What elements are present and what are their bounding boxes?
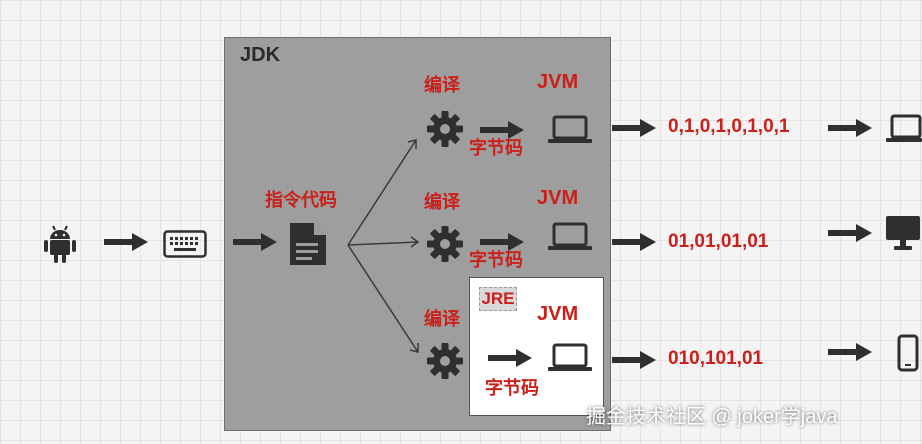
jre-label: JRE xyxy=(479,287,517,311)
gear-icon xyxy=(426,110,464,148)
jvm-label: JVM xyxy=(537,303,579,325)
arrow-icon xyxy=(233,233,277,251)
phone-icon xyxy=(897,334,919,372)
jvm-label: JVM xyxy=(537,71,579,93)
output-bits: 0,1,0,1,0,1,0,1 xyxy=(668,116,790,137)
arrow-icon xyxy=(480,233,524,251)
jdk-label: JDK xyxy=(240,44,281,66)
laptop-icon xyxy=(547,343,593,373)
monitor-icon xyxy=(884,214,922,252)
compile-label: 编译 xyxy=(424,192,460,212)
compile-label: 编译 xyxy=(424,309,460,329)
instruction-code-label: 指令代码 xyxy=(265,190,337,210)
output-bits: 010,101,01 xyxy=(668,348,764,369)
fan-arrows xyxy=(340,130,430,365)
gear-icon xyxy=(426,342,464,380)
output-bits: 01,01,01,01 xyxy=(668,231,769,252)
jvm-label: JVM xyxy=(537,187,579,209)
compile-label: 编译 xyxy=(424,75,460,95)
laptop-icon xyxy=(886,114,922,144)
arrow-icon xyxy=(104,233,148,251)
arrow-icon xyxy=(828,343,872,361)
arrow-icon xyxy=(612,351,656,369)
arrow-icon xyxy=(828,224,872,242)
bytecode-label: 字节码 xyxy=(485,378,539,398)
bytecode-label: 字节码 xyxy=(469,138,523,158)
watermark: 掘金技术社区 @ joker学java xyxy=(586,406,838,428)
document-icon xyxy=(288,221,328,267)
arrow-icon xyxy=(480,121,524,139)
keyboard-icon xyxy=(163,230,207,258)
arrow-icon xyxy=(828,119,872,137)
arrow-icon xyxy=(612,119,656,137)
laptop-icon xyxy=(547,115,593,145)
arrow-icon xyxy=(612,233,656,251)
gear-icon xyxy=(426,225,464,263)
arrow-icon xyxy=(488,349,532,367)
bytecode-label: 字节码 xyxy=(469,250,523,270)
laptop-icon xyxy=(547,222,593,252)
android-icon xyxy=(42,224,78,264)
